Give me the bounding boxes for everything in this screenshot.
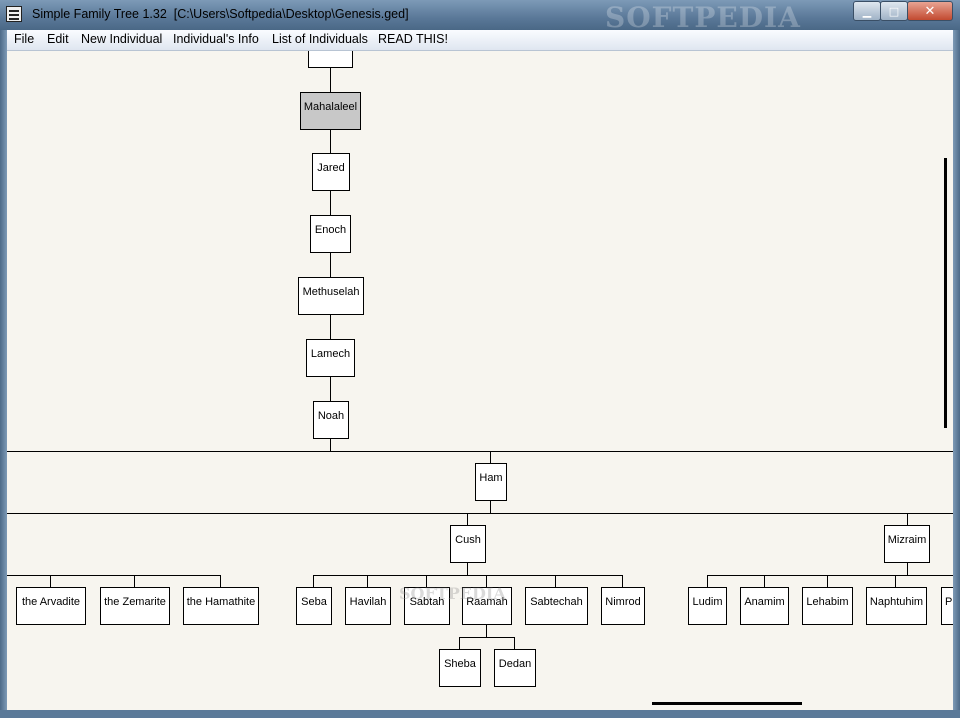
softpedia-watermark: SOFTPEDIA [399, 584, 506, 603]
tree-node[interactable]: Lamech [306, 339, 355, 377]
tree-node[interactable]: Lehabim [802, 587, 853, 625]
connector [313, 575, 314, 587]
tree-node[interactable]: Cush [450, 525, 486, 563]
connector [220, 575, 221, 587]
sibling-line [459, 637, 514, 638]
connector [330, 191, 331, 215]
family-tree-canvas[interactable]: Mahalaleel Jared Enoch Methuselah Lamech… [7, 51, 953, 710]
menu-read-this[interactable]: READ THIS! [378, 32, 448, 46]
window-title: Simple Family Tree 1.32 [C:\Users\Softpe… [32, 7, 409, 21]
connector [827, 575, 828, 587]
connector [907, 563, 908, 575]
maximize-button[interactable]: □ [880, 1, 908, 21]
connector [330, 253, 331, 277]
sibling-line [7, 575, 220, 576]
title-bar: Simple Family Tree 1.32 [C:\Users\Softpe… [0, 0, 960, 34]
tree-node[interactable]: Naphtuhim [866, 587, 927, 625]
tree-node[interactable]: Havilah [345, 587, 391, 625]
generation-line [7, 513, 953, 514]
tree-node[interactable]: Mizraim [884, 525, 930, 563]
connector [514, 637, 515, 649]
window-frame-bottom [0, 710, 960, 718]
minimize-button[interactable]: ▁ [853, 1, 881, 21]
tree-node[interactable]: Ham [475, 463, 507, 501]
connector [330, 315, 331, 339]
tree-node[interactable]: Sabtah [404, 587, 450, 625]
tree-node[interactable]: Nimrod [601, 587, 645, 625]
connector [895, 575, 896, 587]
connector [622, 575, 623, 587]
menu-bar: File Edit New Individual Individual's In… [7, 30, 953, 51]
tree-node[interactable]: Sheba [439, 649, 481, 687]
connector [50, 575, 51, 587]
tree-node[interactable]: P [941, 587, 953, 625]
connector [490, 501, 491, 513]
connector [330, 377, 331, 401]
connector [426, 575, 427, 587]
tree-node[interactable]: the Hamathite [183, 587, 259, 625]
tree-node[interactable]: the Arvadite [16, 587, 86, 625]
connector [134, 575, 135, 587]
close-button[interactable]: ✕ [907, 1, 953, 21]
tree-node[interactable]: the Zemarite [100, 587, 170, 625]
connector [486, 575, 487, 587]
connector [490, 451, 491, 463]
tree-node[interactable]: Mahalaleel [300, 92, 361, 130]
connector [330, 439, 331, 451]
softpedia-watermark: SOFTPEDIA [605, 1, 801, 34]
sibling-line [707, 575, 953, 576]
window-frame-right [953, 30, 960, 718]
connector [330, 68, 331, 92]
sibling-line [313, 575, 623, 576]
window-controls: ▁ □ ✕ [853, 1, 953, 21]
tree-node[interactable]: Seba [296, 587, 332, 625]
connector [330, 129, 331, 153]
app-tree-icon[interactable] [6, 6, 22, 22]
tree-node[interactable]: Sabtechah [525, 587, 588, 625]
tree-node[interactable]: Ludim [688, 587, 727, 625]
menu-edit[interactable]: Edit [47, 32, 69, 46]
tree-node[interactable]: Anamim [740, 587, 789, 625]
tree-node[interactable]: Methuselah [298, 277, 364, 315]
connector [486, 625, 487, 637]
vertical-scrollbar[interactable] [944, 158, 947, 428]
connector [367, 575, 368, 587]
connector [467, 513, 468, 525]
menu-individuals-info[interactable]: Individual's Info [173, 32, 259, 46]
connector [707, 575, 708, 587]
connector [764, 575, 765, 587]
generation-line [7, 451, 953, 452]
tree-node[interactable]: Jared [312, 153, 350, 191]
connector [459, 637, 460, 649]
tree-node[interactable]: Noah [313, 401, 349, 439]
connector [467, 563, 468, 575]
connector [555, 575, 556, 587]
tree-node-partial[interactable] [308, 51, 353, 68]
menu-new-individual[interactable]: New Individual [81, 32, 163, 46]
tree-node[interactable]: Enoch [310, 215, 351, 253]
window-frame-left [0, 30, 7, 718]
menu-file[interactable]: File [14, 32, 35, 46]
tree-node[interactable]: Dedan [494, 649, 536, 687]
horizontal-scrollbar[interactable] [652, 702, 802, 705]
connector [907, 513, 908, 525]
tree-node[interactable]: Raamah [462, 587, 512, 625]
menu-list-of-individuals[interactable]: List of Individuals [272, 32, 368, 46]
